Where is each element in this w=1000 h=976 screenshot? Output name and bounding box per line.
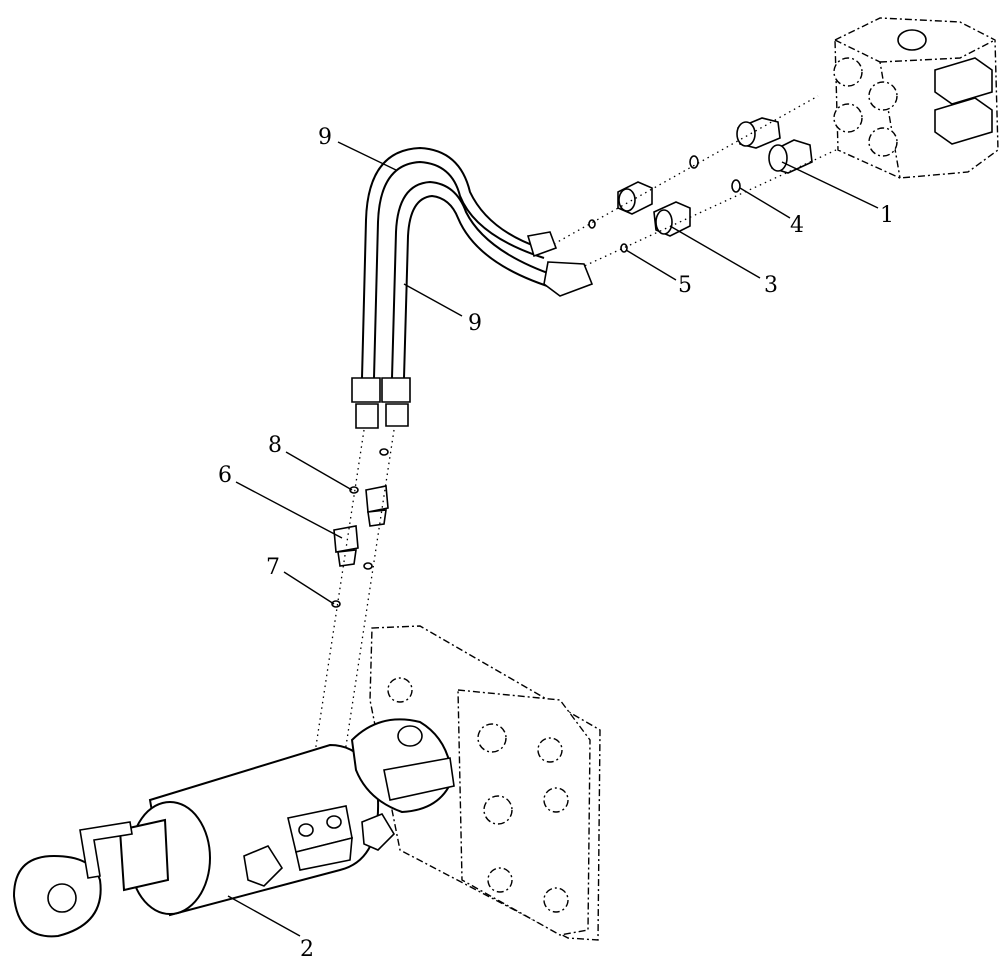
- adapter-3-lower: [653, 201, 691, 237]
- callout-4: 4: [790, 213, 804, 238]
- o-ring-4-lower: [731, 179, 741, 193]
- hose-9-outer: [361, 146, 558, 379]
- callout-2: 2: [300, 937, 314, 962]
- hose-end-left: [351, 377, 381, 403]
- control-valve-block: [833, 17, 999, 179]
- callout-9-lower: 9: [468, 311, 482, 336]
- steering-cylinder: [12, 718, 455, 938]
- adapter-3-upper: [617, 181, 653, 215]
- callout-1: 1: [880, 203, 894, 228]
- hose-end-right: [381, 377, 411, 403]
- fitting-1-upper: [736, 117, 781, 149]
- callout-6: 6: [218, 463, 232, 488]
- o-ring-7-right: [363, 562, 373, 570]
- fitting-1-lower: [768, 139, 813, 174]
- o-ring-4-upper: [689, 155, 699, 169]
- adapter-6-left: [333, 525, 359, 567]
- o-ring-8-left: [349, 486, 359, 494]
- o-ring-8-right: [379, 448, 389, 456]
- adapter-6-right: [365, 485, 389, 527]
- axle-housing: [369, 625, 601, 941]
- callout-5: 5: [678, 273, 692, 298]
- callout-7: 7: [266, 555, 280, 580]
- callout-8: 8: [268, 433, 282, 458]
- o-ring-5-upper: [588, 219, 596, 229]
- callout-3: 3: [764, 273, 778, 298]
- o-ring-5-lower: [620, 243, 628, 253]
- hose-9-inner: [391, 180, 594, 379]
- callout-9-upper: 9: [318, 125, 332, 150]
